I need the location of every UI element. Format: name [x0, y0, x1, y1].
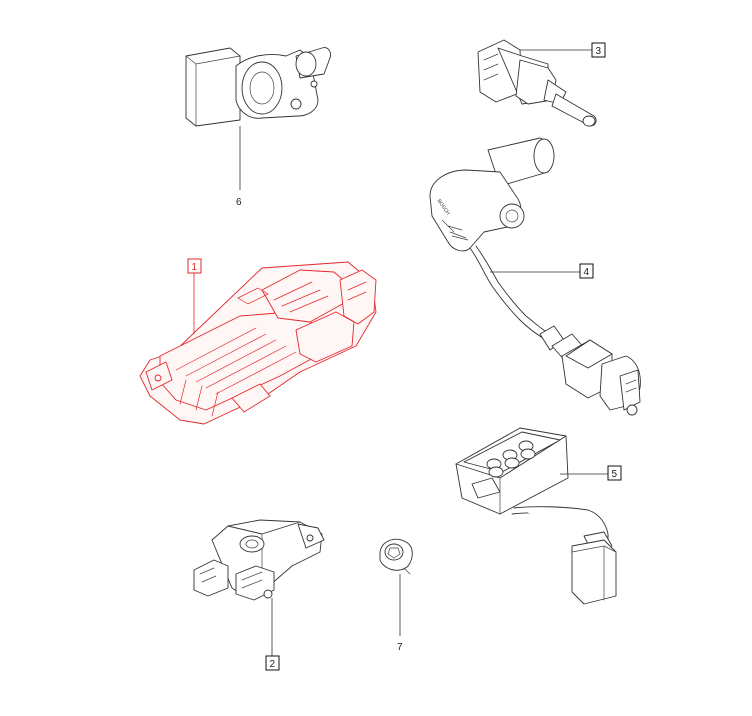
part-6-sensor[interactable] [185, 47, 331, 127]
callout-5: 5 [607, 465, 622, 481]
svg-text:3: 3 [596, 46, 602, 57]
callout-3: 3 [591, 42, 606, 58]
callout-2: 2 [265, 655, 280, 671]
part-5-switch-panel[interactable] [455, 427, 617, 605]
part-3-temperature-sensor[interactable] [477, 39, 597, 127]
callout-6: 6 [236, 197, 242, 208]
svg-text:1: 1 [192, 262, 198, 273]
callout-4: 4 [579, 263, 594, 279]
svg-text:4: 4 [584, 267, 590, 278]
svg-text:2: 2 [270, 659, 276, 670]
part-7-clip[interactable] [379, 538, 413, 575]
part-2-pressure-sensor[interactable] [193, 519, 325, 601]
part-4-crankshaft-sensor[interactable]: BOSCH [429, 137, 641, 416]
callout-7: 7 [397, 642, 403, 653]
svg-text:5: 5 [612, 469, 618, 480]
callout-1: 1 [187, 258, 202, 274]
part-1-control-module[interactable] [139, 261, 377, 425]
